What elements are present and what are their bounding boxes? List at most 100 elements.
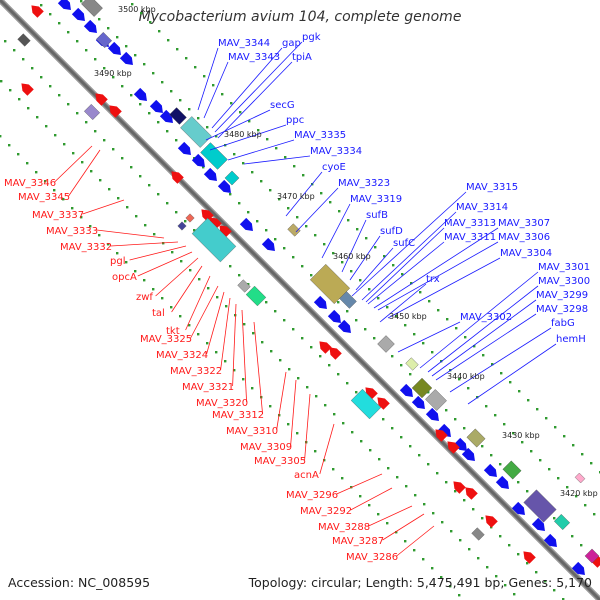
leader-line [243, 155, 311, 165]
leader-line [96, 229, 165, 239]
grid-dot [0, 135, 2, 138]
grid-dot [386, 522, 389, 525]
grid-dot [431, 351, 434, 354]
grid-dot [373, 337, 376, 340]
grid-dot [409, 373, 412, 376]
gene-label-plus: MAV_3304 [500, 248, 552, 259]
grid-dot [355, 319, 358, 322]
grid-dot [45, 125, 48, 128]
grid-dot [350, 270, 353, 273]
grid-dot [404, 324, 407, 327]
rna-feature [425, 389, 447, 411]
grid-dot [112, 148, 115, 151]
feature-box [83, 103, 101, 121]
leader-line [341, 219, 367, 273]
grid-dot [230, 102, 233, 105]
grid-dot [414, 494, 417, 497]
grid-dot [310, 346, 313, 349]
leader-line [253, 321, 263, 415]
grid-dot [229, 193, 232, 196]
grid-dot [58, 22, 61, 25]
grid-dot [495, 575, 498, 578]
leader-line [382, 513, 425, 541]
grid-dot [238, 274, 241, 277]
grid-dot [135, 215, 138, 218]
grid-dot [446, 318, 449, 321]
grid-dot [454, 490, 457, 493]
gene-label-minus: MAV_3310 [226, 426, 278, 437]
feature-box [471, 527, 485, 541]
grid-dot [117, 197, 120, 200]
tick-label: 3440 kbp [447, 372, 485, 381]
gene-label-minus: MAV_3312 [212, 410, 264, 421]
grid-dot [63, 143, 66, 146]
leader-line [209, 124, 287, 151]
gene-features [17, 0, 600, 575]
grid-dot [279, 359, 282, 362]
grid-dot [225, 305, 228, 308]
plus-gene-arrow [495, 475, 509, 489]
grid-dot [427, 463, 430, 466]
grid-dot [404, 540, 407, 543]
grid-dot [143, 63, 146, 66]
plus-gene-arrow [425, 407, 439, 421]
grid-dot [139, 175, 142, 178]
leader-line [396, 525, 435, 557]
grid-dot [216, 296, 219, 299]
grid-dot [158, 30, 161, 33]
grid-dot [238, 202, 241, 205]
grid-dot [274, 310, 277, 313]
grid-dot [76, 112, 79, 115]
grid-dot [400, 436, 403, 439]
feature-box [553, 513, 571, 531]
grid-dot [139, 103, 142, 106]
plus-gene-arrow [57, 0, 71, 10]
grid-dot [518, 390, 521, 393]
grid-dot [337, 373, 340, 376]
minus-gene-arrow [171, 171, 184, 184]
grid-dot [270, 350, 273, 353]
grid-dot [125, 45, 128, 48]
gene-label-plus: MAV_3298 [536, 304, 588, 315]
grid-dot [107, 27, 110, 30]
grid-dot [392, 264, 395, 267]
plus-gene-arrow [411, 395, 425, 409]
grid-dot [296, 216, 299, 219]
gene-label-minus: opcA [112, 272, 137, 283]
grid-dot [440, 576, 443, 579]
grid-dot [98, 18, 101, 21]
minus-gene-arrow [109, 105, 122, 118]
grid-dot [188, 324, 191, 327]
grid-dot [221, 93, 224, 96]
gene-label-plus: MAV_3306 [498, 232, 550, 243]
plus-gene-arrow [483, 463, 497, 477]
grid-dot [436, 472, 439, 475]
gene-label-minus: zwf [136, 292, 153, 303]
plus-gene-arrow [261, 237, 275, 251]
feature-box [224, 170, 240, 186]
grid-dot [269, 189, 272, 192]
grid-dot [283, 247, 286, 250]
grid-dot [377, 297, 380, 300]
minus-gene-arrow [329, 347, 342, 360]
grid-dot [494, 414, 497, 417]
tick-label: 3490 kbp [94, 69, 132, 78]
gene-label-plus: trx [426, 274, 440, 285]
grid-dot [333, 413, 336, 416]
gene-label-plus: MAV_3319 [350, 194, 402, 205]
grid-dot [428, 300, 431, 303]
grid-dot [368, 504, 371, 507]
grid-dot [535, 571, 538, 574]
grid-dot [297, 377, 300, 380]
gene-label-plus: sufC [393, 238, 415, 249]
grid-dot [463, 427, 466, 430]
grid-dot [517, 553, 520, 556]
grid-dot [90, 170, 93, 173]
grid-dot [13, 49, 16, 52]
grid-dot [67, 103, 70, 106]
rna-feature [350, 388, 382, 420]
grid-dot [185, 57, 188, 60]
grid-dot [296, 432, 299, 435]
gene-label-plus: MAV_3302 [460, 312, 512, 323]
grid-dot [247, 211, 250, 214]
